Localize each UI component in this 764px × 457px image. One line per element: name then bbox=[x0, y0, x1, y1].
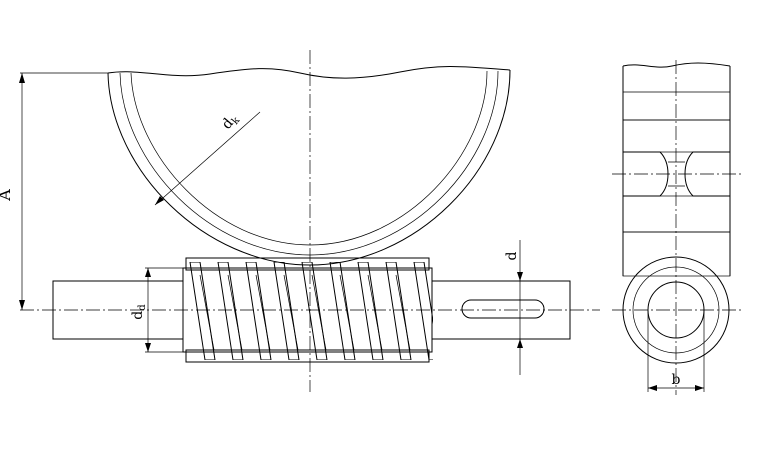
side-break-line bbox=[622, 62, 731, 68]
wheel-diameter-arrow bbox=[155, 196, 164, 205]
label-b: b bbox=[672, 372, 681, 388]
section-hatch-upper bbox=[622, 119, 731, 153]
worm-section-middle bbox=[632, 266, 720, 354]
label-worm-d: d bbox=[130, 311, 146, 320]
side-view bbox=[612, 60, 742, 395]
dimension-b: b bbox=[647, 310, 705, 392]
dimension-shaft-diameter: d bbox=[504, 240, 523, 375]
keyway bbox=[461, 299, 545, 319]
wheel-break-line bbox=[107, 66, 511, 79]
label-shaft-d: d bbox=[504, 251, 520, 260]
label-worm-d-sub: d bbox=[137, 304, 148, 311]
section-hatch-lower bbox=[622, 195, 731, 233]
wheel-middle-rim bbox=[119, 70, 499, 256]
worm-shaft bbox=[52, 257, 571, 363]
worm-top-teeth bbox=[185, 257, 430, 271]
wheel-diameter-line bbox=[154, 111, 261, 206]
dimension-worm-diameter: dd bbox=[130, 267, 183, 353]
label-a: A bbox=[0, 189, 14, 202]
dimension-a: A bbox=[0, 73, 25, 310]
worm-bottom-teeth bbox=[185, 349, 430, 363]
section-hatch-hub bbox=[622, 231, 731, 277]
worm-section-outer bbox=[622, 256, 730, 364]
svg-text:dd: dd bbox=[130, 304, 148, 320]
worm-threads bbox=[189, 262, 433, 360]
worm-wheel bbox=[107, 66, 511, 266]
wheel-outer-rim bbox=[107, 69, 511, 266]
